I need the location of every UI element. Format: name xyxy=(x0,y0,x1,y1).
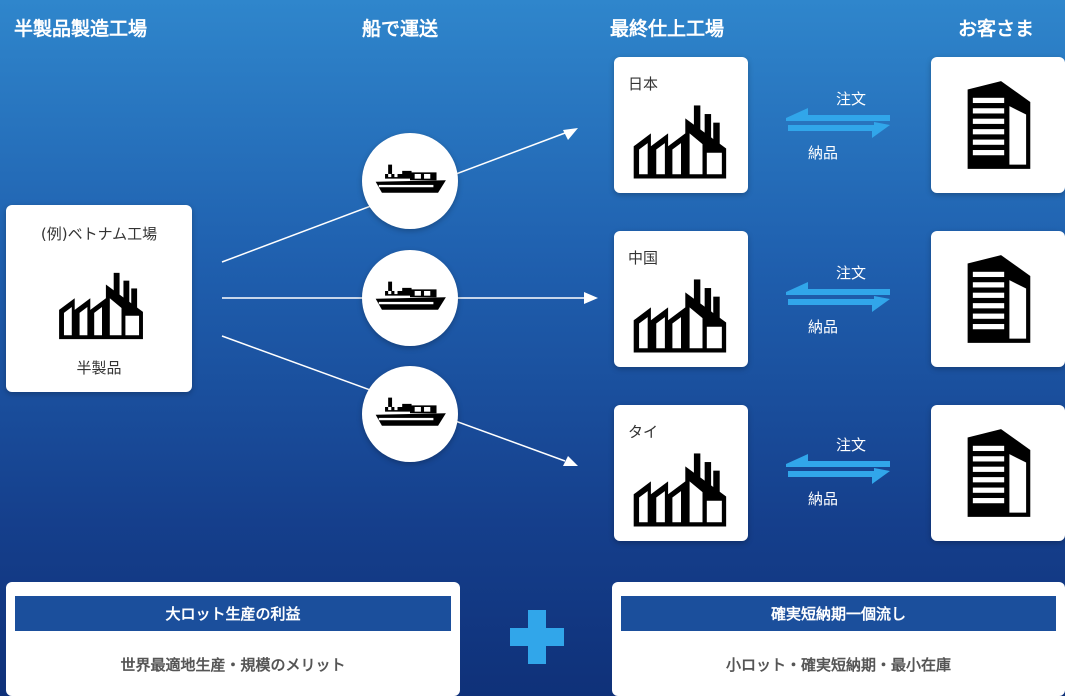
final-factory-card-china: 中国 xyxy=(614,231,748,367)
delivery-label: 納品 xyxy=(808,490,839,508)
exchange-arrows-icon xyxy=(786,108,890,138)
ship-icon xyxy=(371,394,449,434)
source-product-label: 半製品 xyxy=(76,359,122,377)
delivery-label: 納品 xyxy=(808,318,839,336)
benefit-panel-left: 大ロット生産の利益 世界最適地生産・規模のメリット xyxy=(6,582,460,696)
route-arrowhead-japan xyxy=(563,128,578,140)
order-label: 注文 xyxy=(836,90,867,108)
ship-icon xyxy=(371,161,449,201)
ship-circle-china xyxy=(362,250,458,346)
final-factory-card-thailand: タイ xyxy=(614,405,748,541)
final-factory-card-japan: 日本 xyxy=(614,57,748,193)
header-semi-factory: 半製品製造工場 xyxy=(14,18,148,40)
ship-circle-thailand xyxy=(362,366,458,462)
benefit-heading-right: 確実短納期一個流し xyxy=(621,596,1056,631)
benefit-text-left: 世界最適地生産・規模のメリット xyxy=(120,656,346,674)
order-delivery-arrows-thailand: 注文 納品 xyxy=(784,432,894,512)
order-delivery-arrows-china: 注文 納品 xyxy=(784,260,894,340)
order-label: 注文 xyxy=(836,436,867,454)
factory-icon xyxy=(626,447,736,533)
order-delivery-arrows-japan: 注文 納品 xyxy=(784,86,894,166)
header-shipping: 船で運送 xyxy=(362,18,439,40)
building-icon xyxy=(963,79,1037,173)
final-factory-label: 中国 xyxy=(628,249,659,267)
source-factory-card: (例)ベトナム工場 半製品 xyxy=(6,205,192,392)
final-factory-label: タイ xyxy=(628,423,659,441)
customer-card-japan xyxy=(931,57,1065,193)
source-factory-title: (例)ベトナム工場 xyxy=(40,225,158,243)
ship-icon xyxy=(371,278,449,318)
building-icon xyxy=(963,427,1037,521)
order-label: 注文 xyxy=(836,264,867,282)
factory-icon xyxy=(50,267,154,345)
route-arrowhead-china xyxy=(584,292,598,304)
factory-icon xyxy=(626,99,736,185)
delivery-label: 納品 xyxy=(808,144,839,162)
benefit-text-right: 小ロット・確実短納期・最小在庫 xyxy=(725,656,951,674)
plus-icon xyxy=(510,610,564,664)
exchange-arrows-icon xyxy=(786,454,890,484)
header-customers: お客さま xyxy=(958,18,1035,40)
factory-icon xyxy=(626,273,736,359)
header-final-factory: 最終仕上工場 xyxy=(610,18,725,40)
ship-circle-japan xyxy=(362,133,458,229)
route-arrowhead-thailand xyxy=(563,456,578,466)
customer-card-china xyxy=(931,231,1065,367)
building-icon xyxy=(963,253,1037,347)
exchange-arrows-icon xyxy=(786,282,890,312)
benefit-heading-left: 大ロット生産の利益 xyxy=(15,596,451,631)
final-factory-label: 日本 xyxy=(628,75,659,93)
benefit-panel-right: 確実短納期一個流し 小ロット・確実短納期・最小在庫 xyxy=(612,582,1065,696)
customer-card-thailand xyxy=(931,405,1065,541)
